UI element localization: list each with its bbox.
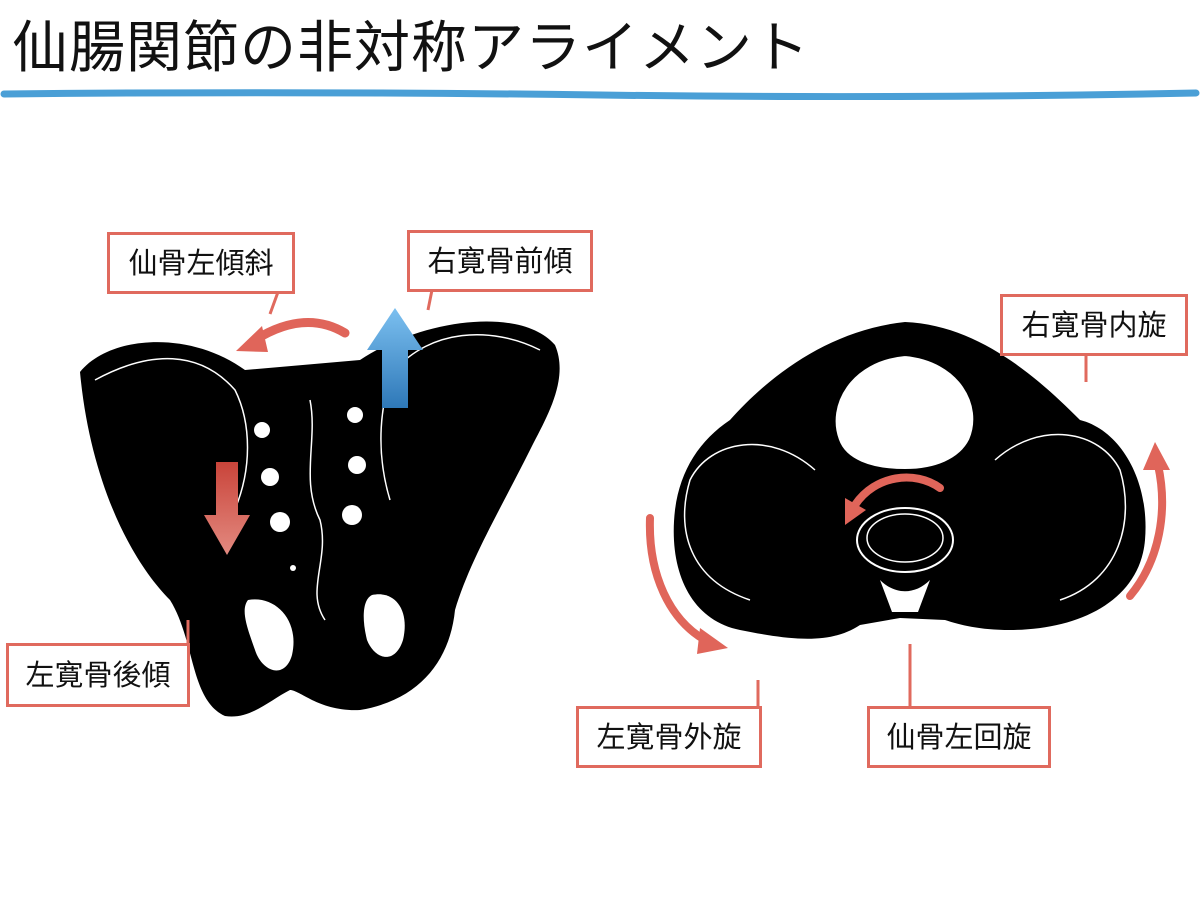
callout-leaders bbox=[186, 289, 1088, 708]
label-left-ilium-posterior-tilt: 左寛骨後傾 bbox=[6, 643, 190, 707]
spinous-process bbox=[880, 580, 930, 612]
label-sacrum-left-tilt: 仙骨左傾斜 bbox=[107, 232, 295, 294]
sacrum-rotation-arrow bbox=[851, 473, 944, 509]
left-ilium-arrowhead bbox=[697, 628, 728, 654]
leader-sacrum-tilt bbox=[268, 291, 280, 315]
label-left-ilium-external-rotation: 左寛骨外旋 bbox=[576, 706, 762, 768]
label-right-ilium-internal-rotation: 右寛骨内旋 bbox=[1000, 294, 1188, 356]
sacral-base-inner bbox=[866, 513, 944, 563]
ilium-left-outline bbox=[94, 357, 249, 521]
leader-right-anterior bbox=[426, 289, 434, 311]
sacral-foramen bbox=[342, 505, 362, 525]
sacral-foramen bbox=[348, 456, 366, 474]
down-arrow-red bbox=[204, 462, 250, 555]
title-underline bbox=[0, 89, 1200, 100]
pelvis-front-view bbox=[80, 308, 560, 717]
pelvis-top-view bbox=[645, 322, 1170, 654]
label-sacrum-left-rotation: 仙骨左回旋 bbox=[867, 706, 1051, 768]
sacrum-median-crest bbox=[309, 399, 326, 621]
obturator-foramen-left bbox=[244, 599, 294, 671]
sacral-foramen bbox=[347, 407, 363, 423]
ilium-left-top-outline bbox=[683, 443, 816, 601]
left-ilium-rotation-arrow bbox=[645, 514, 709, 644]
label-right-ilium-anterior-tilt: 右寛骨前傾 bbox=[407, 230, 593, 292]
rotation-arrowhead-red bbox=[236, 326, 268, 352]
sacral-foramen bbox=[270, 512, 290, 532]
pelvic-inlet bbox=[833, 353, 976, 472]
up-arrow-blue bbox=[367, 308, 423, 408]
ilium-right-top-outline bbox=[994, 433, 1127, 601]
rotation-arrow-red bbox=[250, 318, 350, 345]
right-ilium-rotation-arrow bbox=[1126, 461, 1167, 600]
obturator-foramen-right bbox=[363, 594, 405, 657]
sacral-foramen bbox=[261, 468, 279, 486]
sacral-foramen bbox=[254, 422, 270, 438]
sacral-foramen bbox=[290, 565, 296, 571]
right-ilium-arrowhead bbox=[1143, 442, 1170, 470]
sacrum-rotation-arrowhead bbox=[845, 498, 866, 525]
page-title: 仙腸関節の非対称アライメント bbox=[12, 16, 810, 81]
